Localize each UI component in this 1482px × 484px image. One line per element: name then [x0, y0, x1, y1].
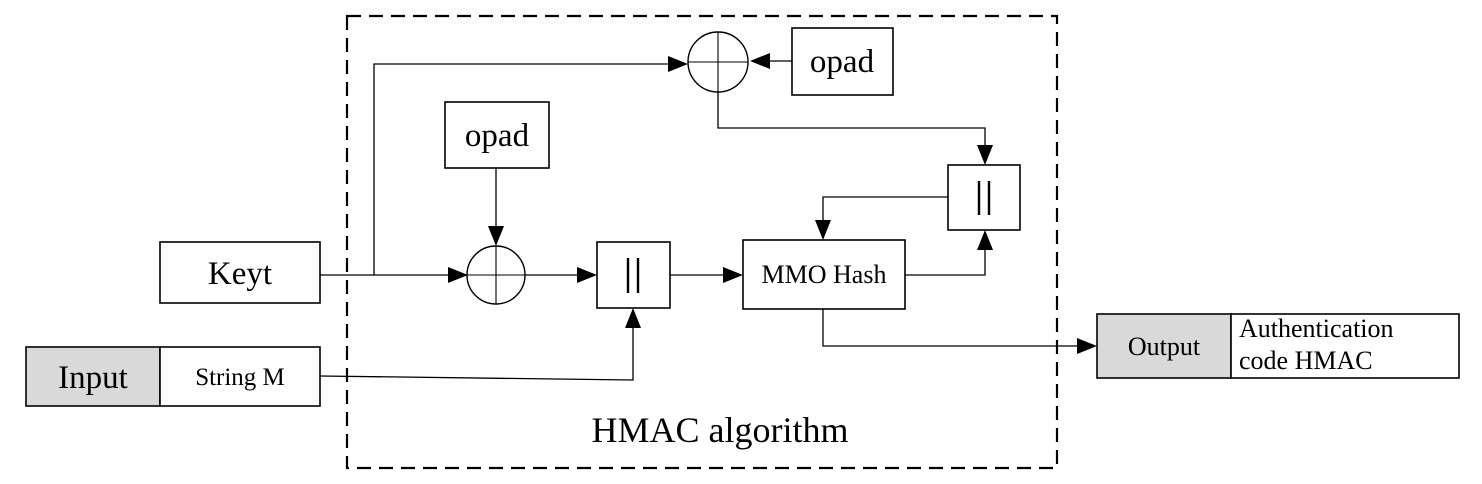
concat-rect	[596, 241, 671, 309]
concat-box-outer	[947, 164, 1021, 231]
arrow-icon	[488, 226, 504, 246]
arrow-icon	[1077, 338, 1097, 354]
input-box: Input	[25, 346, 161, 407]
outer-xor	[687, 31, 749, 93]
arrow-icon	[815, 220, 831, 240]
inner-pad-rect	[444, 101, 550, 169]
arrow-icon	[723, 267, 743, 283]
algorithm-frame	[345, 14, 1059, 470]
output-label: Output	[1128, 332, 1201, 361]
arrow-icon	[625, 308, 641, 328]
inner-xor	[466, 245, 526, 305]
hash-box: MMO Hash	[742, 239, 906, 310]
concat-to-hash-feedback-wire	[822, 196, 948, 222]
input-rect	[25, 346, 161, 407]
concat-icon	[626, 258, 640, 293]
concat-icon	[977, 181, 991, 215]
hash-to-output-wire	[822, 309, 1078, 347]
message-box: String M	[159, 346, 321, 407]
connections	[319, 60, 1078, 381]
arrow-icon	[448, 267, 468, 283]
output-rect	[1096, 313, 1232, 379]
message-rect	[159, 346, 321, 407]
hash-label: MMO Hash	[762, 260, 887, 289]
arrowheads	[448, 53, 1097, 354]
arrow-icon	[977, 230, 993, 250]
hash-rect	[742, 239, 906, 310]
output-box: Output	[1096, 313, 1232, 379]
arrow-icon	[577, 267, 597, 283]
result-line-1: Authentication	[1239, 314, 1394, 343]
key-rect	[159, 241, 321, 304]
inner-pad-box: opad	[444, 101, 550, 169]
result-rect	[1230, 313, 1460, 379]
key-box: Keyt	[159, 241, 321, 304]
outer-xor-to-concat-wire	[717, 92, 986, 147]
top-pad-rect	[791, 27, 894, 96]
hash-to-concat-wire	[905, 248, 986, 276]
input-label: Input	[58, 360, 128, 396]
message-to-concat-wire	[319, 326, 634, 381]
result-line-2: code HMAC	[1239, 346, 1373, 375]
inner-pad-label: opad	[465, 118, 530, 154]
key-to-outer-xor-wire	[373, 63, 670, 275]
frame-label: HMAC algorithm	[592, 410, 849, 450]
message-label: String M	[195, 364, 285, 391]
key-label: Keyt	[208, 256, 272, 292]
result-box: Authentication code HMAC	[1230, 313, 1460, 379]
concat-rect	[947, 164, 1021, 231]
top-pad-label: opad	[810, 44, 875, 80]
arrow-icon	[977, 145, 993, 165]
arrow-icon	[668, 56, 688, 72]
concat-box-inner	[596, 241, 671, 309]
arrow-icon	[750, 53, 770, 69]
top-pad-box: opad	[791, 27, 894, 96]
